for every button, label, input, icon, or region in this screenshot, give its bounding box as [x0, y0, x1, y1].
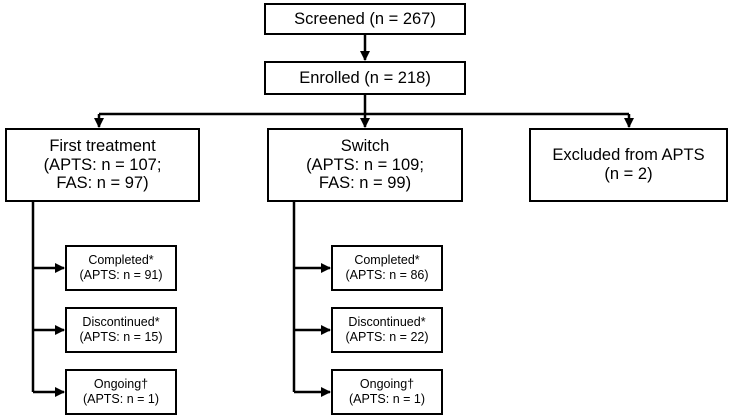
- first-treatment-apts: (APTS: n = 107;: [43, 155, 162, 174]
- sw-completed-title: Completed*: [354, 253, 420, 267]
- sw-discontinued-title: Discontinued*: [348, 315, 426, 329]
- switch-discontinued-box: Discontinued* (APTS: n = 22): [331, 307, 443, 353]
- ft-completed-title: Completed*: [88, 253, 154, 267]
- first-treatment-fas: FAS: n = 97): [56, 174, 149, 193]
- ft-ongoing-count: (APTS: n = 1): [82, 392, 160, 406]
- ft-discontinued-count: (APTS: n = 15): [79, 330, 163, 344]
- first-treatment-ongoing-box: Ongoing† (APTS: n = 1): [65, 369, 177, 415]
- ft-ongoing-title: Ongoing†: [93, 377, 149, 391]
- screened-label: Screened (n = 267): [294, 9, 436, 28]
- excluded-box: Excluded from APTS (n = 2): [529, 128, 728, 202]
- sw-ongoing-count: (APTS: n = 1): [348, 392, 426, 406]
- switch-completed-box: Completed* (APTS: n = 86): [331, 245, 443, 291]
- first-treatment-title: First treatment: [49, 136, 156, 155]
- excluded-count: (n = 2): [604, 165, 653, 183]
- first-treatment-box: First treatment (APTS: n = 107; FAS: n =…: [5, 128, 200, 202]
- screened-box: Screened (n = 267): [264, 3, 466, 35]
- first-treatment-completed-box: Completed* (APTS: n = 91): [65, 245, 177, 291]
- switch-title: Switch: [340, 136, 390, 155]
- switch-box: Switch (APTS: n = 109; FAS: n = 99): [267, 128, 463, 202]
- switch-apts: (APTS: n = 109;: [306, 155, 424, 174]
- sw-ongoing-title: Ongoing†: [359, 377, 415, 391]
- ft-discontinued-title: Discontinued*: [82, 315, 160, 329]
- sw-discontinued-count: (APTS: n = 22): [345, 330, 429, 344]
- switch-fas: FAS: n = 99): [318, 174, 412, 193]
- switch-ongoing-box: Ongoing† (APTS: n = 1): [331, 369, 443, 415]
- ft-completed-count: (APTS: n = 91): [79, 268, 163, 282]
- enrolled-box: Enrolled (n = 218): [264, 61, 466, 95]
- first-treatment-discontinued-box: Discontinued* (APTS: n = 15): [65, 307, 177, 353]
- sw-completed-count: (APTS: n = 86): [345, 268, 429, 282]
- excluded-title: Excluded from APTS: [552, 146, 705, 165]
- enrolled-label: Enrolled (n = 218): [299, 68, 431, 87]
